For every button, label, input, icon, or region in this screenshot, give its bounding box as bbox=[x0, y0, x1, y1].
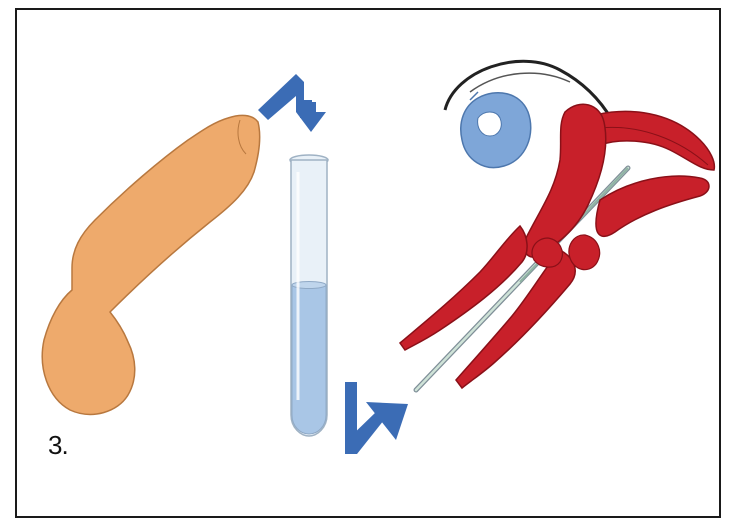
insemination-diagram bbox=[0, 0, 733, 507]
test-tube-icon bbox=[290, 155, 328, 436]
penis-illustration bbox=[42, 115, 259, 414]
catheter-icon bbox=[416, 168, 628, 390]
curved-arrow-up-right-icon bbox=[345, 382, 408, 454]
step-number-label: 3. bbox=[48, 430, 68, 461]
ovary-icon bbox=[461, 92, 531, 168]
uterus-illustration bbox=[400, 61, 714, 388]
curved-arrow-down-icon bbox=[258, 74, 326, 132]
